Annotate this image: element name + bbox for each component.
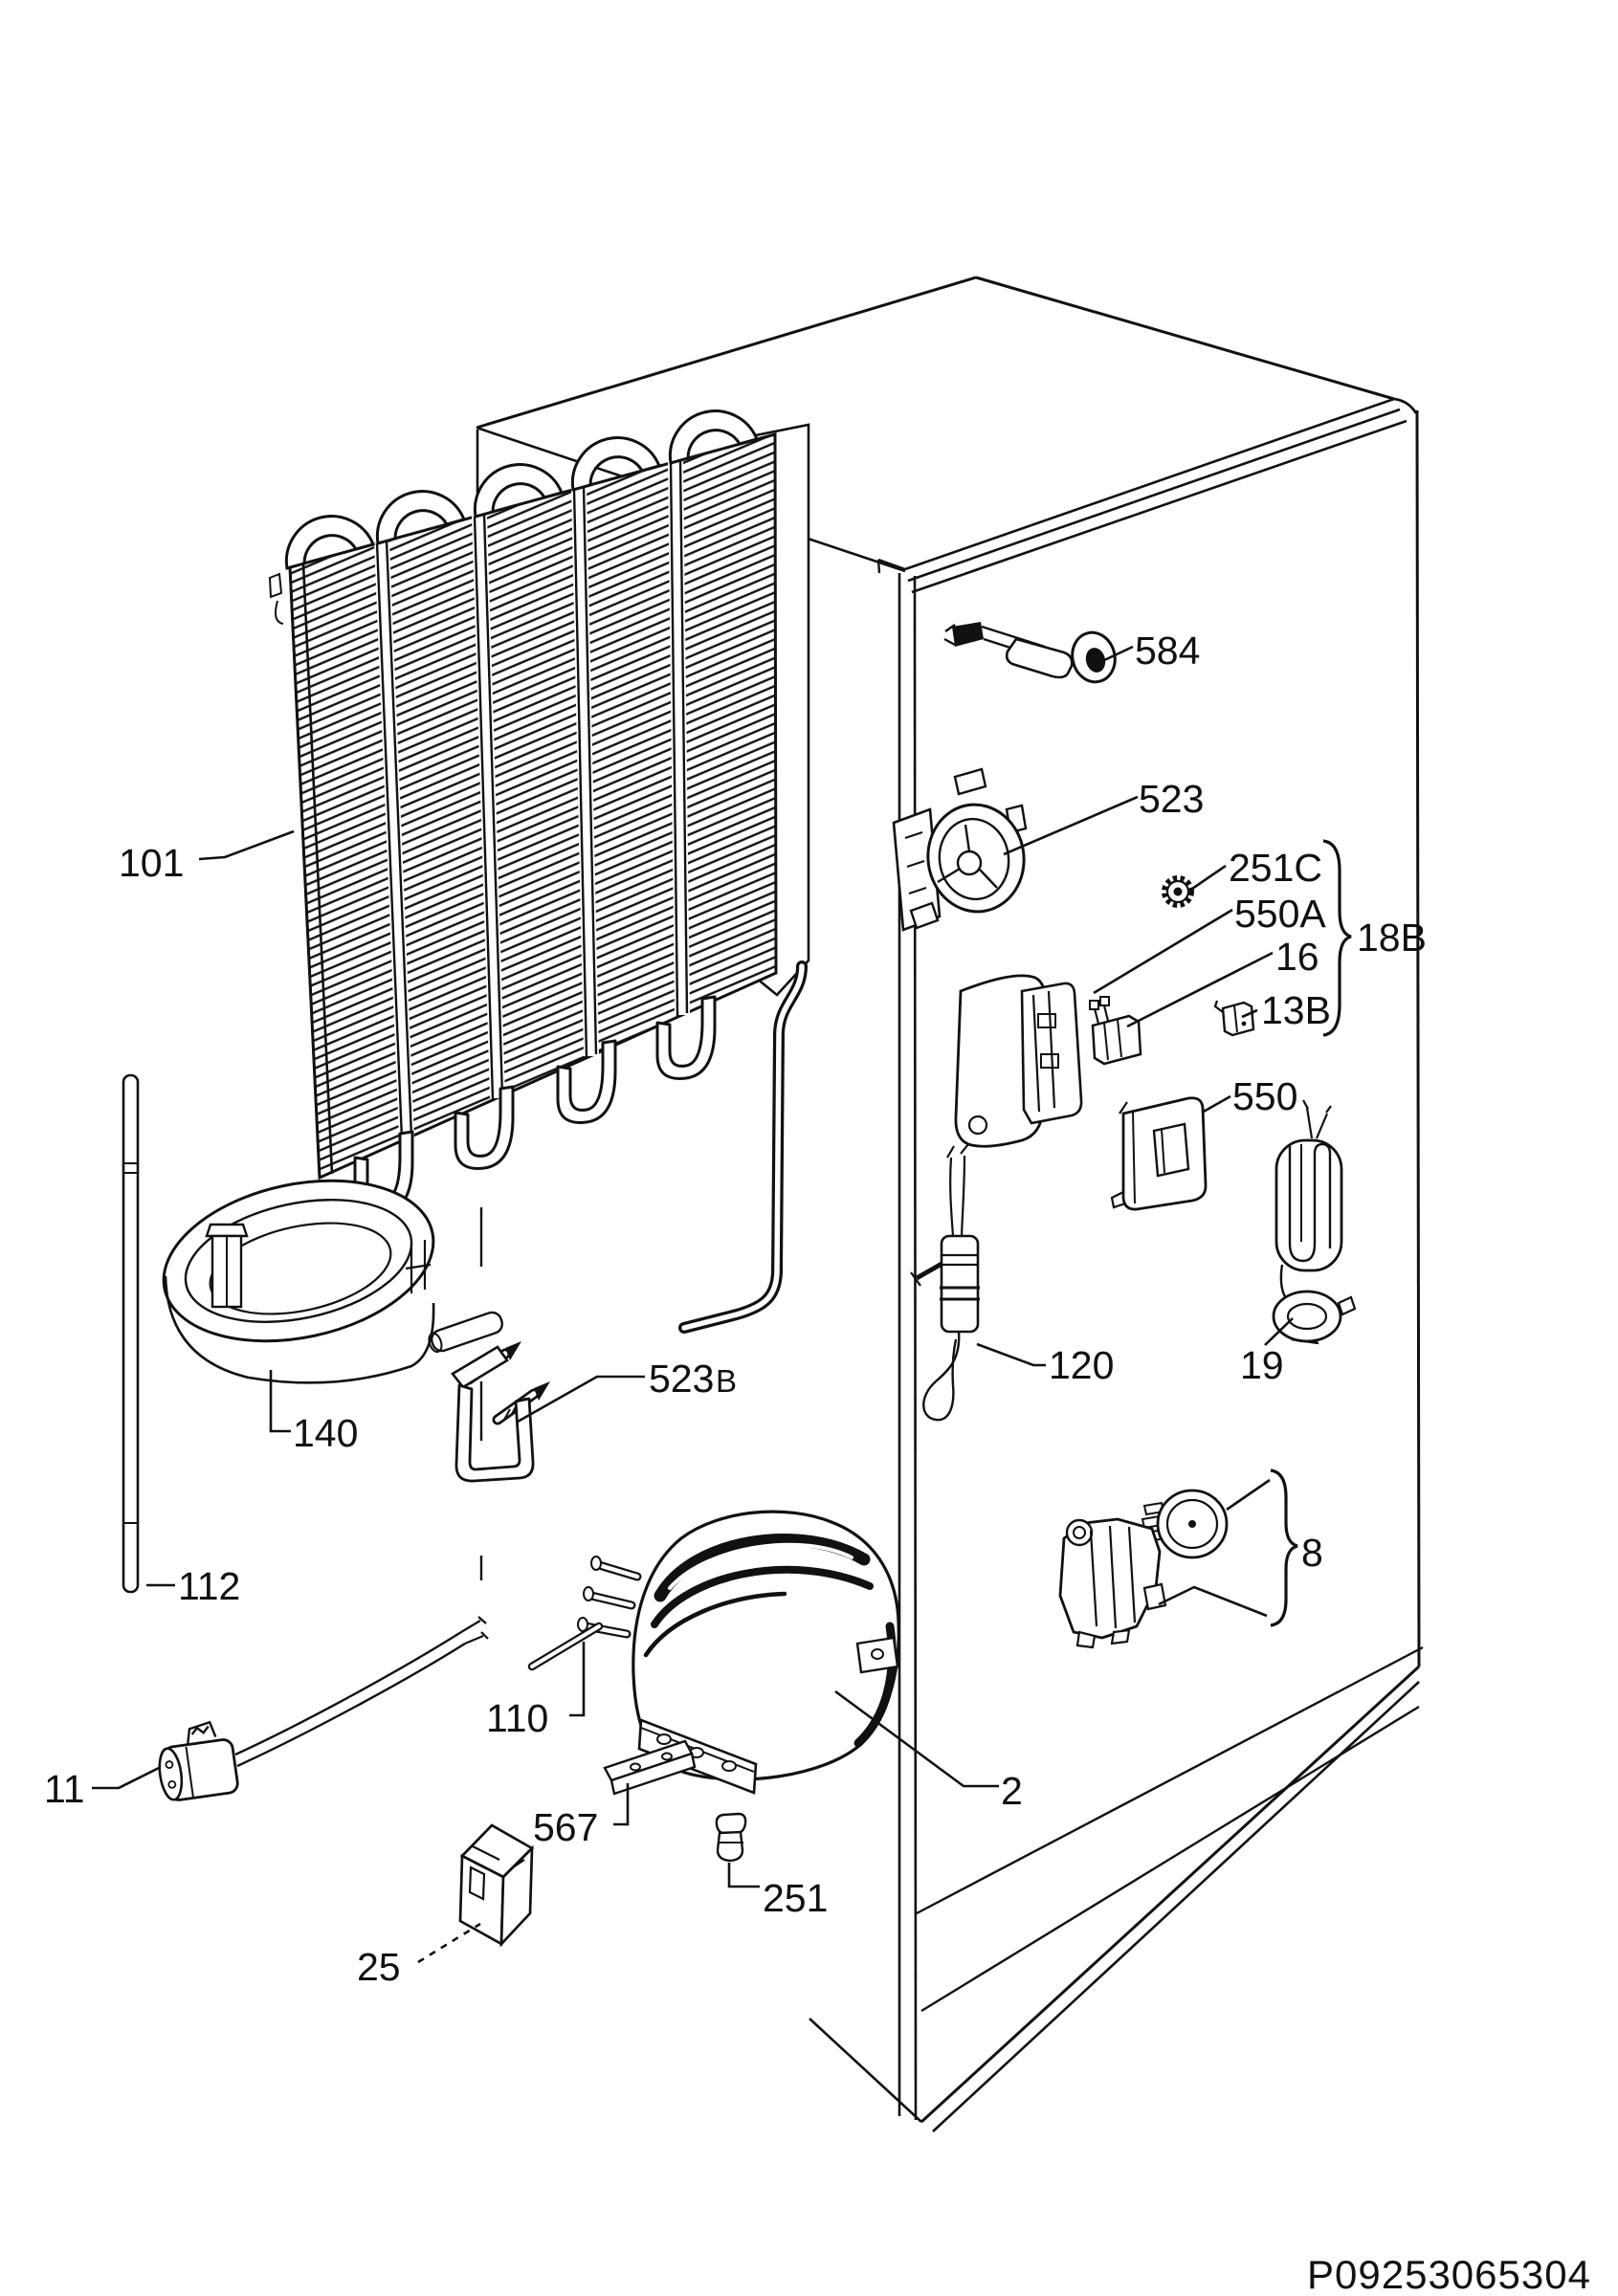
leader-lines [92,645,1352,1964]
part-label-110: 110 [486,1696,548,1740]
relay-8 [1058,1489,1229,1649]
part-label-140: 140 [293,1411,358,1455]
brace-18B [1322,839,1352,1037]
part-label-18B: 18B [1357,916,1427,960]
sensor-584 [943,622,1117,684]
switch-13B [1213,1000,1255,1037]
clamp-523B [451,1341,550,1483]
sensor-120 [910,1143,980,1422]
part-label-19: 19 [1240,1343,1284,1387]
evaporator-101 [268,409,810,1334]
part-label-13B: 13B [1261,988,1331,1032]
part-label-550: 550 [1232,1074,1297,1118]
relay-box-25 [458,1823,535,1948]
part-label-523B-suffix: B [716,1363,737,1399]
part-labels: 101 584 523 251C 550A 16 13B 18B 550 140… [44,629,1427,1989]
cover-550 [1110,1096,1208,1211]
drawing-code: P09253065304 [1307,2252,1591,2296]
part-label-25: 25 [357,1945,401,1989]
compressor-2 [577,1510,900,1795]
evaporator-top-arches [284,409,760,570]
part-label-112: 112 [178,1564,240,1608]
part-label-567: 567 [533,1805,598,1849]
part-label-584: 584 [1135,629,1200,673]
part-label-16: 16 [1275,935,1319,979]
part-label-550A: 550A [1234,892,1326,936]
brace-8 [1270,1468,1298,1627]
harness-11 [158,1616,489,1801]
part-label-101: 101 [119,841,184,885]
damper-housing [954,974,1083,1148]
part-label-2: 2 [1001,1769,1023,1813]
grommet-251 [715,1812,747,1863]
part-label-120: 120 [1049,1343,1114,1387]
pin-110 [527,1622,604,1671]
part-label-251: 251 [763,1876,828,1920]
part-label-11: 11 [44,1767,85,1811]
fan-523 [892,767,1028,932]
switch-550A [1089,996,1142,1066]
tray-drain-stub [428,1311,504,1354]
part-label-251C: 251C [1229,846,1322,890]
hanger-stick-112 [122,1073,140,1594]
gear-251C [1162,875,1194,908]
part-label-523B: 523 [649,1357,714,1401]
coil-19 [1272,1099,1357,1345]
part-label-523: 523 [1139,777,1204,821]
part-label-8: 8 [1301,1531,1323,1575]
rail-567 [603,1739,697,1796]
drip-tray-140 [162,1179,504,1384]
